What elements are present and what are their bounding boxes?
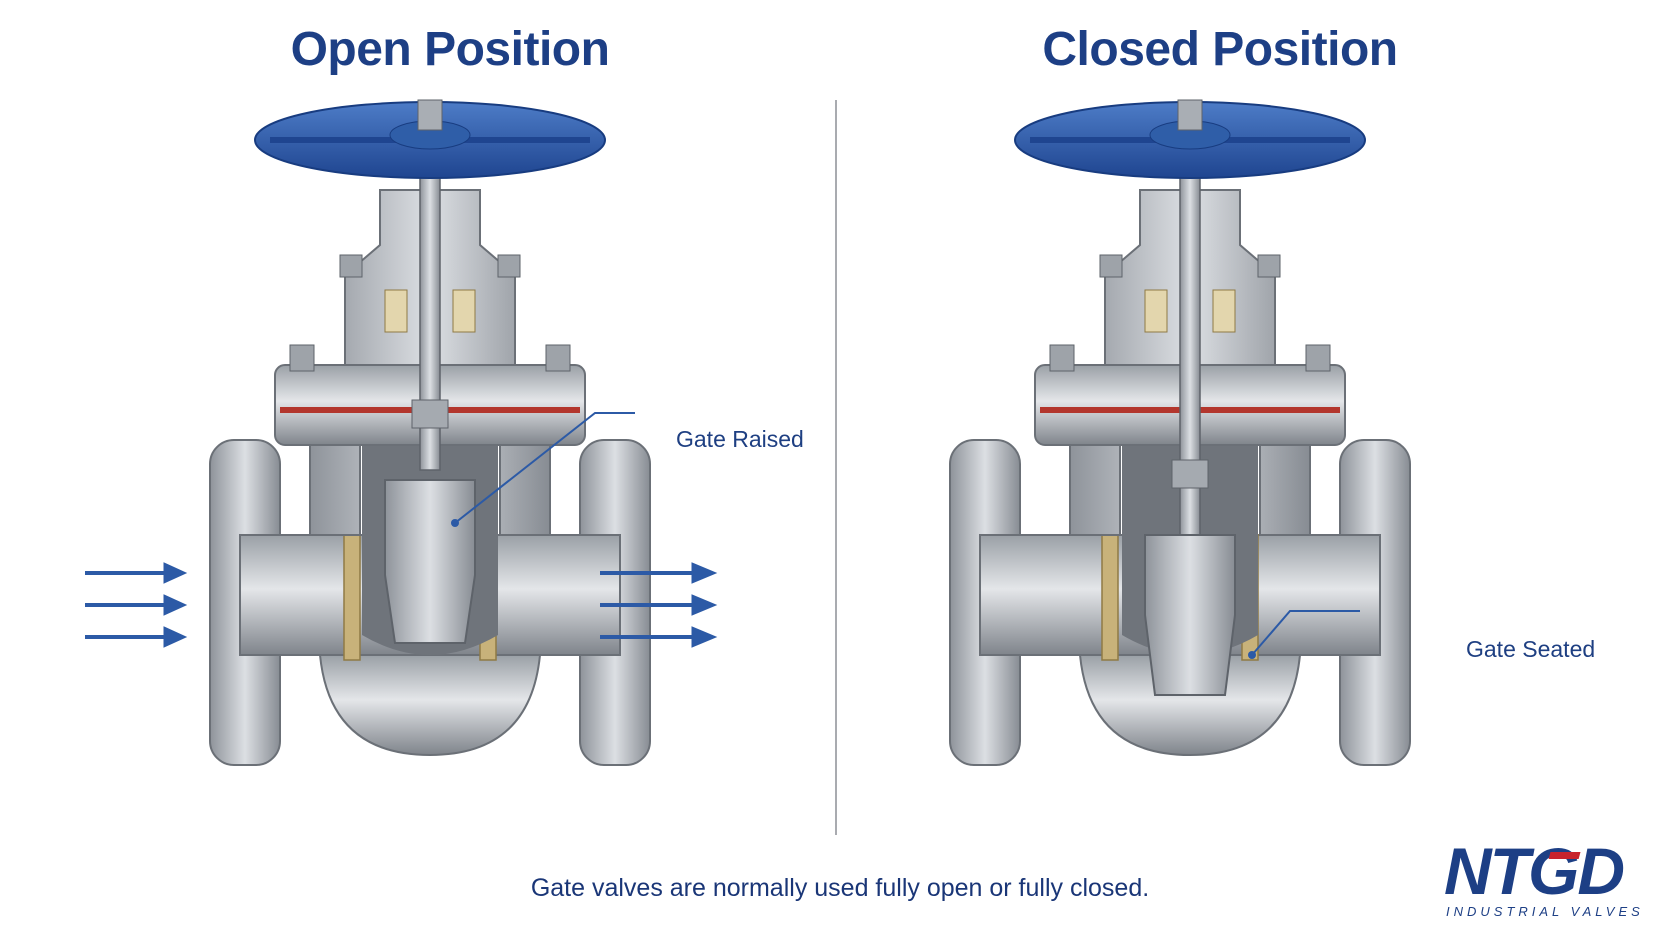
- caption: Gate valves are normally used fully open…: [530, 874, 1150, 902]
- panel-divider: [835, 100, 837, 835]
- gate-raised-label: Gate Raised: [676, 426, 804, 452]
- ntgd-logo: NTGD INDUSTRIAL VALVES: [1444, 834, 1644, 919]
- gate-raised-leader: [454, 412, 635, 524]
- gate-seated-label: Gate Seated: [1466, 636, 1596, 662]
- flow-arrows-passing: [85, 562, 718, 648]
- open-position-title: Open Position: [290, 23, 610, 76]
- closed-gate-valve-illustration: [949, 99, 1411, 766]
- open-gate-valve-illustration: [85, 99, 718, 766]
- gate-seated-leader: [1251, 610, 1360, 656]
- logo-tagline: INDUSTRIAL VALVES: [1446, 904, 1644, 919]
- logo-mark: NTGD: [1444, 834, 1623, 908]
- gate-wedge-seated: [1144, 534, 1236, 696]
- closed-position-title: Closed Position: [1042, 23, 1398, 76]
- gate-wedge-raised: [384, 479, 476, 644]
